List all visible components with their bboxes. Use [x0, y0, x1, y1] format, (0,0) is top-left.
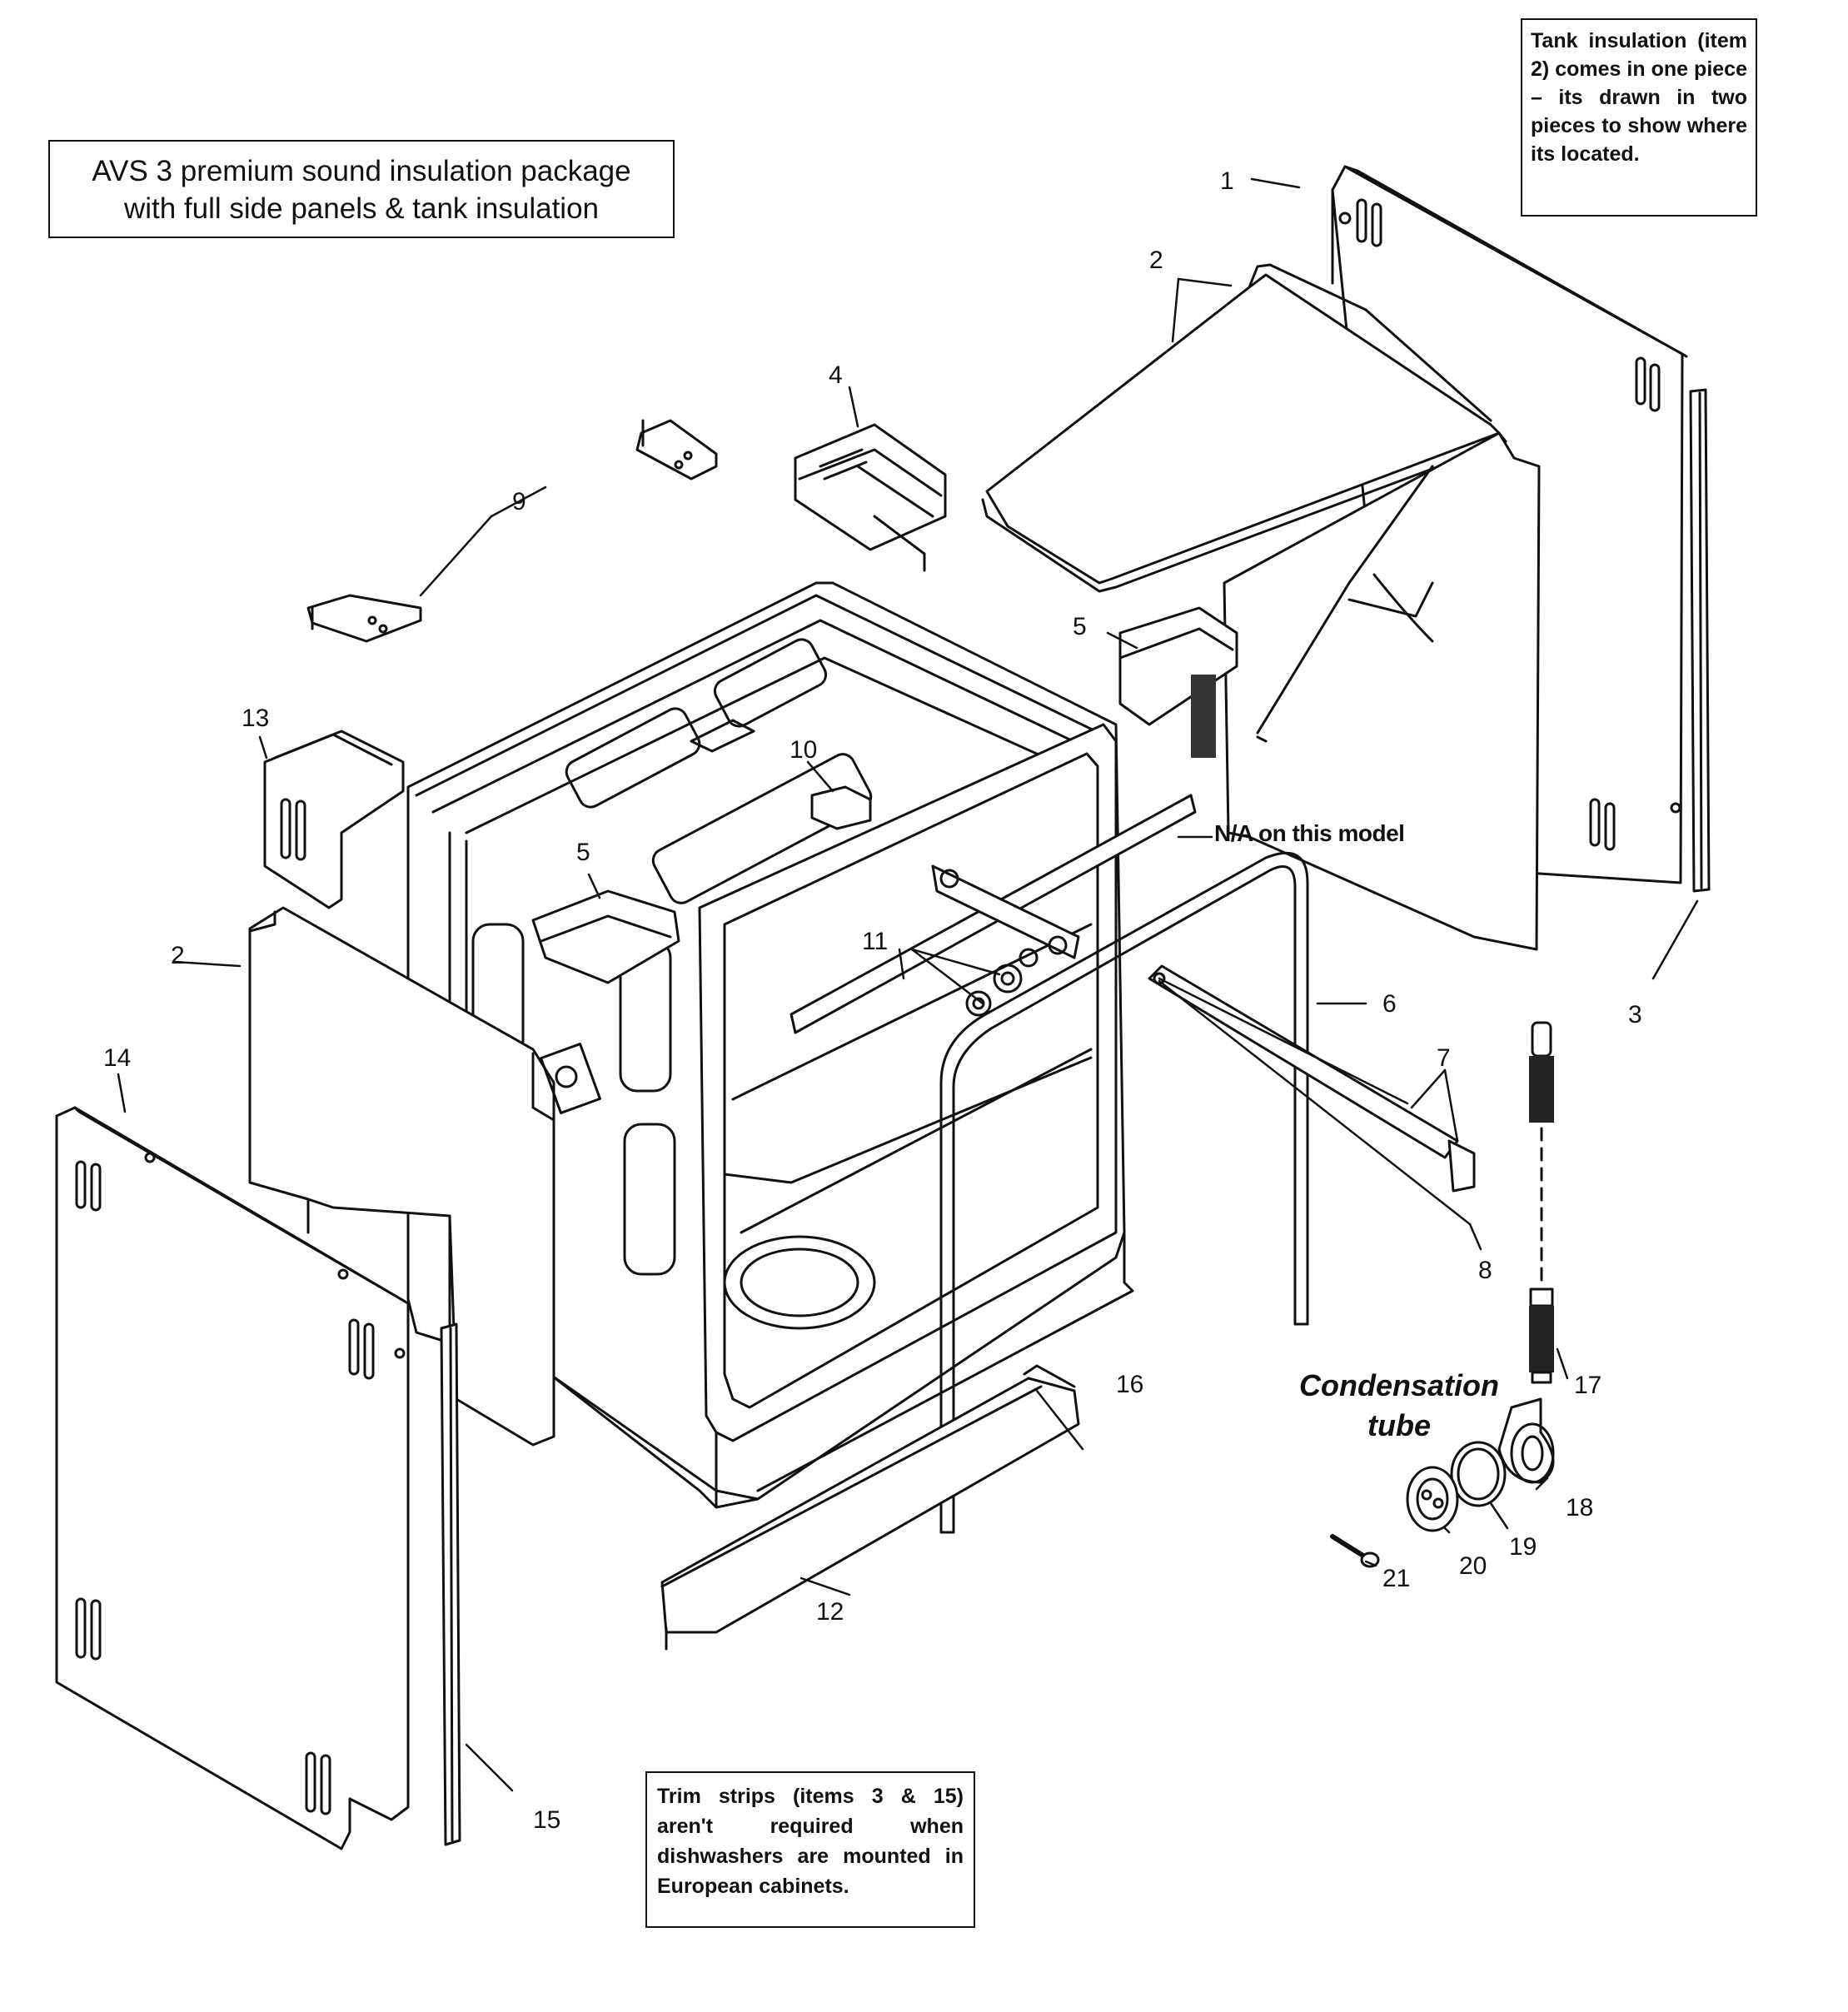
hinge-plate-11	[931, 864, 1080, 1017]
mounting-brackets	[306, 419, 718, 643]
callout-numbers: 1 2 2 3 4 5 5 6 7 8 9 10 11 12 13 14 15 …	[103, 167, 1642, 1834]
door-gasket	[939, 851, 1309, 1534]
callout-16: 16	[1116, 1371, 1143, 1398]
door-seal-strip	[1148, 964, 1476, 1193]
left-side-insulation	[248, 906, 555, 1447]
package-title-line-1: AVS 3 premium sound insulation package	[92, 155, 631, 187]
callout-21: 21	[1382, 1565, 1410, 1592]
condensation-tube-parts	[1330, 1021, 1555, 1568]
callout-13: 13	[242, 705, 269, 732]
callout-20: 20	[1459, 1552, 1487, 1580]
bottom-rail	[660, 1364, 1080, 1651]
callout-5-left: 5	[576, 839, 590, 866]
callout-2-left: 2	[171, 942, 185, 969]
left-side-panel	[55, 1106, 410, 1850]
callout-3: 3	[1628, 1001, 1642, 1028]
trim-strips-note: Trim strips (items 3 & 15) aren't requir…	[645, 1771, 975, 1928]
callout-1: 1	[1220, 167, 1234, 195]
bracket-cluster	[794, 423, 947, 572]
package-title-line-2: with full side panels & tank insulation	[123, 192, 600, 225]
callout-2-top: 2	[1149, 247, 1163, 274]
left-side-bracket	[263, 730, 405, 909]
callout-11: 11	[862, 928, 888, 955]
callout-14: 14	[103, 1044, 131, 1072]
bracket-5-right	[1118, 606, 1238, 758]
tank-insulation-note: Tank insulation (item 2) comes in one pi…	[1521, 18, 1757, 217]
condensation-tube-label: Condensation tube	[1258, 1366, 1541, 1446]
clip-10	[810, 785, 872, 830]
condensation-label-line-2: tube	[1367, 1408, 1431, 1442]
callout-15: 15	[533, 1806, 560, 1834]
callout-17: 17	[1574, 1372, 1601, 1399]
callout-7: 7	[1437, 1044, 1451, 1072]
not-applicable-note: N/A on this model	[1214, 820, 1405, 846]
callout-9: 9	[512, 488, 526, 515]
leader-lines	[117, 177, 1699, 1792]
callout-8: 8	[1478, 1257, 1492, 1284]
callout-12: 12	[816, 1598, 844, 1626]
package-title-box: AVS 3 premium sound insulation package w…	[48, 140, 675, 238]
callout-5-right: 5	[1073, 613, 1087, 640]
right-trim-strip	[1689, 388, 1711, 893]
callout-10: 10	[790, 736, 817, 764]
left-trim-strip	[440, 1322, 461, 1846]
callout-18: 18	[1566, 1494, 1593, 1521]
callout-4: 4	[829, 361, 843, 389]
callout-6: 6	[1382, 990, 1397, 1018]
bracket-5-left	[531, 889, 680, 1114]
tank-insulation-rear	[1223, 431, 1541, 951]
callout-19: 19	[1509, 1533, 1537, 1561]
condensation-label-line-1: Condensation	[1299, 1368, 1499, 1402]
